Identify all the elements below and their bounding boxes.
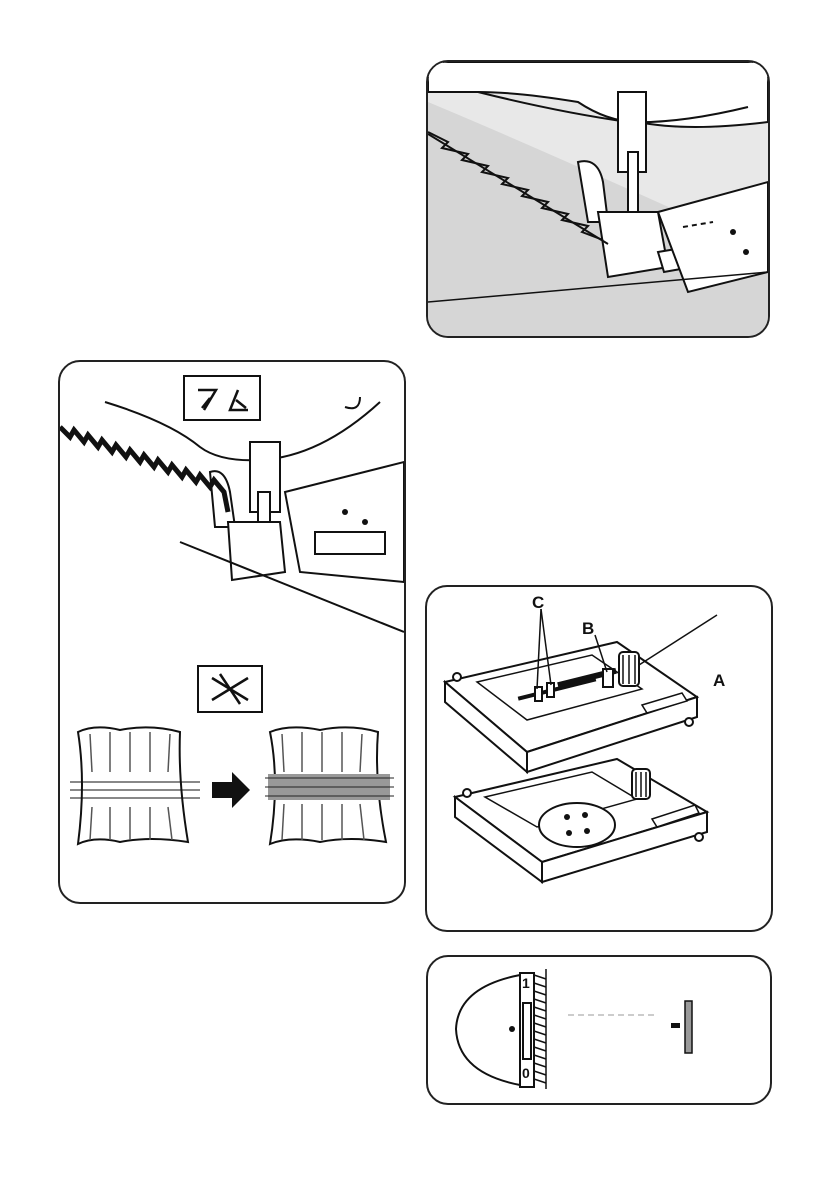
label-b: B xyxy=(582,619,594,639)
stitch-pattern-icon xyxy=(184,376,260,420)
label-a: A xyxy=(713,671,725,691)
blind-hem-drawing xyxy=(428,62,768,336)
button-icon xyxy=(539,803,615,847)
scale-drawing xyxy=(428,957,770,1103)
zigzag-drawing xyxy=(60,362,404,902)
label-c: C xyxy=(532,593,544,613)
bar-mark xyxy=(685,1001,692,1053)
scale-number-top: 1 xyxy=(522,975,530,991)
blind-hem-figure xyxy=(426,60,770,338)
zigzag-stitch-figure xyxy=(58,360,406,904)
scale-ticks xyxy=(534,975,546,1083)
scale-indicator-figure: 1 0 xyxy=(426,955,772,1105)
buttonhole-foot-figure: A B C xyxy=(425,585,773,932)
scale-number-bottom: 0 xyxy=(522,1065,530,1081)
buttonhole-foot-drawing xyxy=(427,587,771,930)
dash-mark xyxy=(671,1023,680,1028)
arrow-right-icon xyxy=(212,772,250,808)
